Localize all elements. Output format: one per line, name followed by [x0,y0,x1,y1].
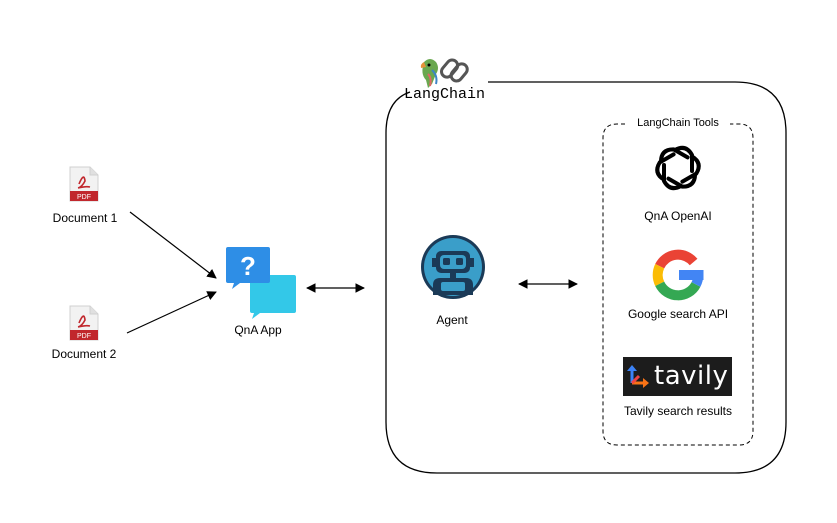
pdf-icon: PDF [69,166,99,202]
document1-label: Document 1 [52,211,118,225]
tools-group-title: LangChain Tools [634,117,722,129]
openai-label: QnA OpenAI [644,209,712,223]
langchain-link-icon [440,58,469,83]
google-logo-icon [652,249,704,301]
pdf-icon: PDF [69,305,99,341]
arrow-document1-to-app [129,211,217,279]
tavily-arrows-icon [627,365,649,388]
langchain-container [385,81,787,474]
document2-label: Document 2 [51,347,117,361]
svg-text:?: ? [240,251,256,281]
tavily-wordmark: tavily [654,361,729,391]
google-label: Google search API [627,307,729,321]
qna-app-label: QnA App [234,323,282,337]
pdf-badge-label: PDF [77,194,91,201]
tools-group-border [602,123,754,446]
agent-label: Agent [436,313,468,327]
tavily-logo: tavily [623,357,732,396]
langchain-parrot-icon [420,59,438,88]
tavily-label: Tavily search results [623,404,733,418]
langchain-title: LangChain [404,86,486,103]
qna-chat-icon: ? [226,247,296,319]
robot-icon [421,235,485,299]
pdf-badge-label: PDF [77,333,91,340]
arrow-document2-to-app [126,291,217,334]
openai-logo-icon [655,145,701,191]
